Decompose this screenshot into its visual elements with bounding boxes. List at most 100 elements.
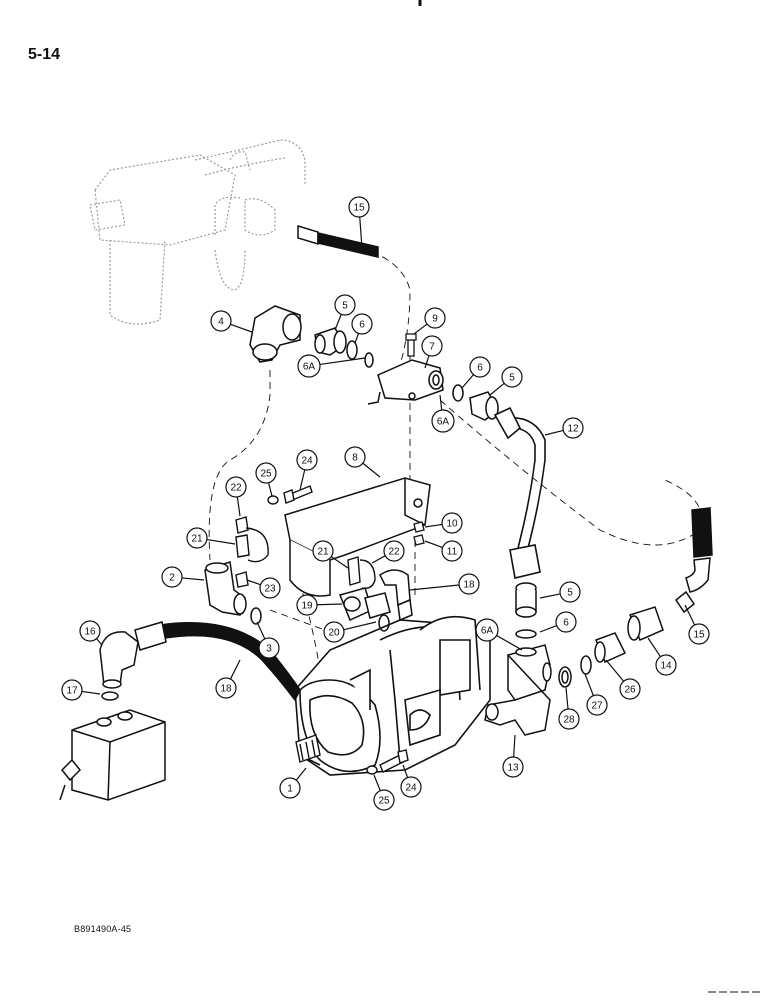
callout-label-22: 22 [388, 547, 400, 558]
page-number: 5-14 [28, 46, 61, 63]
sensor-fittings-bracket [347, 556, 376, 590]
callout-leader-5 [334, 314, 342, 331]
callout-label-21: 21 [191, 534, 203, 545]
callout-label-25: 25 [378, 796, 390, 807]
callout-circle-28 [558, 708, 580, 730]
callout-circle-23 [259, 577, 281, 599]
callout-label-24: 24 [405, 783, 417, 794]
callout-circle-21 [312, 540, 334, 562]
callout-circle-24 [400, 776, 422, 798]
callout-label-1: 1 [287, 784, 293, 795]
callout-circle-14 [655, 654, 677, 676]
seal-ring-3 [250, 607, 262, 625]
callout-leader-9 [413, 323, 428, 335]
callout-label-6A: 6A [481, 626, 494, 637]
callout-leader-1 [295, 767, 307, 781]
callout-leader-18 [409, 584, 460, 591]
bolt-24-upper [267, 485, 313, 505]
callout-label-5: 5 [342, 301, 348, 312]
callout-circle-17 [61, 679, 83, 701]
hose-15-right [674, 507, 713, 614]
callout-circle-5 [334, 294, 356, 316]
callout-circle-8 [344, 446, 366, 468]
callout-leader-8 [362, 462, 381, 478]
callout-circle-20 [323, 621, 345, 643]
callout-label-8: 8 [352, 453, 358, 464]
manifold-block [59, 709, 166, 801]
callout-label-20: 20 [328, 628, 340, 639]
callout-label-10: 10 [446, 519, 458, 530]
callout-circle-13 [502, 756, 524, 778]
callout-leader-7 [424, 355, 430, 369]
page-marks [418, 0, 760, 993]
callout-circle-12 [562, 417, 584, 439]
callout-leader-23 [246, 579, 261, 586]
callout-label-19: 19 [301, 601, 313, 612]
callout-label-24: 24 [301, 456, 313, 467]
callout-label-5: 5 [567, 588, 573, 599]
callout-circle-22 [383, 540, 405, 562]
bolt-24-lower [366, 749, 409, 775]
callout-label-11: 11 [447, 547, 458, 558]
callout-circle-3 [258, 637, 280, 659]
callout-leader-26 [605, 659, 625, 682]
callout-circle-9 [424, 307, 446, 329]
callout-leader-24 [402, 764, 409, 778]
callout-label-5: 5 [509, 373, 515, 384]
callout-circle-6A [431, 409, 455, 433]
callout-circle-22 [225, 476, 247, 498]
bolt-9 [405, 333, 417, 357]
tee-fitting-2 [204, 561, 247, 616]
callout-leader-19 [316, 603, 343, 606]
callout-label-6A: 6A [303, 362, 316, 373]
callout-label-15: 15 [693, 630, 705, 641]
fitting-19 [338, 587, 391, 622]
callout-leader-5 [539, 593, 561, 599]
callout-circle-18 [458, 573, 480, 595]
callout-leader-15 [359, 216, 363, 249]
callout-leader-13 [513, 734, 516, 758]
callout-leader-14 [647, 637, 661, 658]
callout-circle-15 [688, 623, 710, 645]
callout-circle-25 [255, 462, 277, 484]
fitting-5-middle [469, 391, 499, 421]
callout-leader-22 [371, 555, 386, 564]
callout-leader-10 [424, 523, 443, 528]
callout-circle-4 [210, 310, 232, 332]
callout-label-26: 26 [624, 685, 636, 696]
seal-ring-17 [101, 691, 119, 701]
callout-leader-18 [229, 659, 241, 680]
fitting-14 [627, 606, 664, 641]
sensor-fittings-left [235, 516, 269, 588]
callout-leader-6A [439, 394, 443, 411]
callout-circle-27 [586, 694, 608, 716]
callout-circle-15 [348, 196, 370, 218]
callout-label-17: 17 [66, 686, 78, 697]
callout-label-27: 27 [591, 701, 603, 712]
elbow-18 [379, 569, 413, 622]
valve-body-13 [484, 644, 552, 736]
callout-circle-16 [79, 620, 101, 642]
callout-label-23: 23 [264, 584, 276, 595]
callout-label-6: 6 [359, 320, 365, 331]
callout-label-14: 14 [660, 661, 672, 672]
seal-rings-right [558, 655, 592, 688]
callout-label-28: 28 [563, 715, 575, 726]
callout-circle-2 [161, 566, 183, 588]
callout-label-18: 18 [220, 684, 232, 695]
callout-circle-25 [373, 789, 395, 811]
fitting-5-upper [314, 327, 347, 356]
figure-code: B891490A-45 [74, 924, 132, 934]
callout-leader-24 [299, 469, 306, 491]
callout-circle-19 [296, 594, 318, 616]
hydraulic-pump [294, 615, 491, 776]
callout-circle-6 [469, 356, 491, 378]
callout-circle-6A [475, 618, 499, 642]
valve-body-7 [367, 359, 444, 405]
callout-label-9: 9 [432, 314, 438, 325]
callout-leader-6 [539, 625, 557, 633]
callout-label-25: 25 [260, 469, 272, 480]
callout-leader-6 [461, 374, 474, 389]
